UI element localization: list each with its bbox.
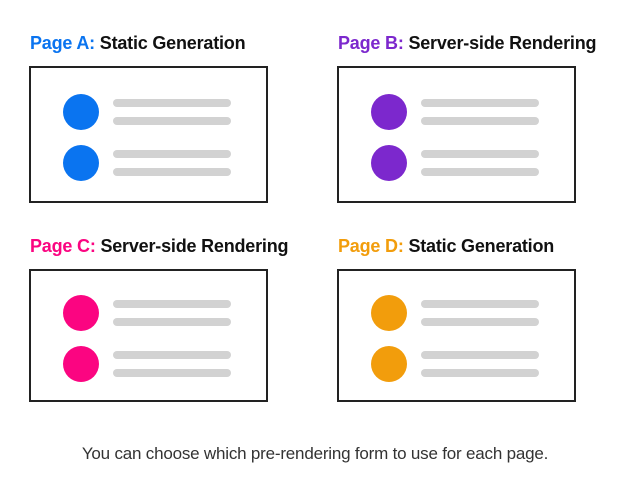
bullet-circle — [371, 295, 407, 331]
content-row — [63, 295, 266, 331]
bullet-circle — [63, 346, 99, 382]
content-row — [371, 295, 574, 331]
page-label: Page B: — [338, 33, 404, 53]
panel-grid: Page A: Static Generation — [29, 33, 630, 402]
skeleton-bar — [113, 300, 231, 308]
bullet-circle — [63, 295, 99, 331]
panel-title: Page D: Static Generation — [338, 236, 576, 256]
skeleton-bar — [421, 351, 539, 359]
panel-page-c: Page C: Server-side Rendering — [29, 236, 289, 402]
skeleton-bars — [421, 300, 539, 326]
wireframe-box — [29, 66, 268, 203]
skeleton-bar — [421, 300, 539, 308]
skeleton-bar — [421, 99, 539, 107]
bullet-circle — [371, 145, 407, 181]
skeleton-bar — [113, 369, 231, 377]
wireframe-box — [337, 66, 576, 203]
page-mode-label: Static Generation — [408, 236, 555, 256]
skeleton-bar — [113, 117, 231, 125]
skeleton-bars — [421, 150, 539, 176]
content-row — [63, 94, 266, 130]
skeleton-bar — [421, 150, 539, 158]
skeleton-bar — [113, 150, 231, 158]
panel-title: Page A: Static Generation — [30, 33, 268, 53]
skeleton-bar — [113, 318, 231, 326]
skeleton-bar — [421, 168, 539, 176]
wireframe-box — [29, 269, 268, 402]
content-row — [371, 346, 574, 382]
skeleton-bar — [113, 99, 231, 107]
skeleton-bar — [113, 168, 231, 176]
skeleton-bars — [421, 351, 539, 377]
panel-title: Page C: Server-side Rendering — [30, 236, 289, 256]
page-mode-label: Server-side Rendering — [100, 236, 289, 256]
panel-page-a: Page A: Static Generation — [29, 33, 268, 203]
skeleton-bar — [421, 318, 539, 326]
page-mode-label: Server-side Rendering — [408, 33, 597, 53]
skeleton-bar — [421, 369, 539, 377]
bullet-circle — [63, 145, 99, 181]
wireframe-box — [337, 269, 576, 402]
bullet-circle — [371, 94, 407, 130]
bullet-circle — [63, 94, 99, 130]
panel-title: Page B: Server-side Rendering — [338, 33, 597, 53]
skeleton-bar — [421, 117, 539, 125]
page-mode-label: Static Generation — [99, 33, 246, 53]
content-row — [63, 346, 266, 382]
panel-page-d: Page D: Static Generation — [337, 236, 576, 402]
skeleton-bars — [113, 150, 231, 176]
content-row — [371, 145, 574, 181]
skeleton-bars — [113, 351, 231, 377]
skeleton-bars — [421, 99, 539, 125]
content-row — [371, 94, 574, 130]
skeleton-bars — [113, 99, 231, 125]
bullet-circle — [371, 346, 407, 382]
page-label: Page D: — [338, 236, 404, 256]
skeleton-bar — [113, 351, 231, 359]
page-label: Page A: — [30, 33, 95, 53]
panel-page-b: Page B: Server-side Rendering — [337, 33, 597, 203]
page-label: Page C: — [30, 236, 96, 256]
skeleton-bars — [113, 300, 231, 326]
content-row — [63, 145, 266, 181]
caption: You can choose which pre-rendering form … — [81, 444, 549, 463]
